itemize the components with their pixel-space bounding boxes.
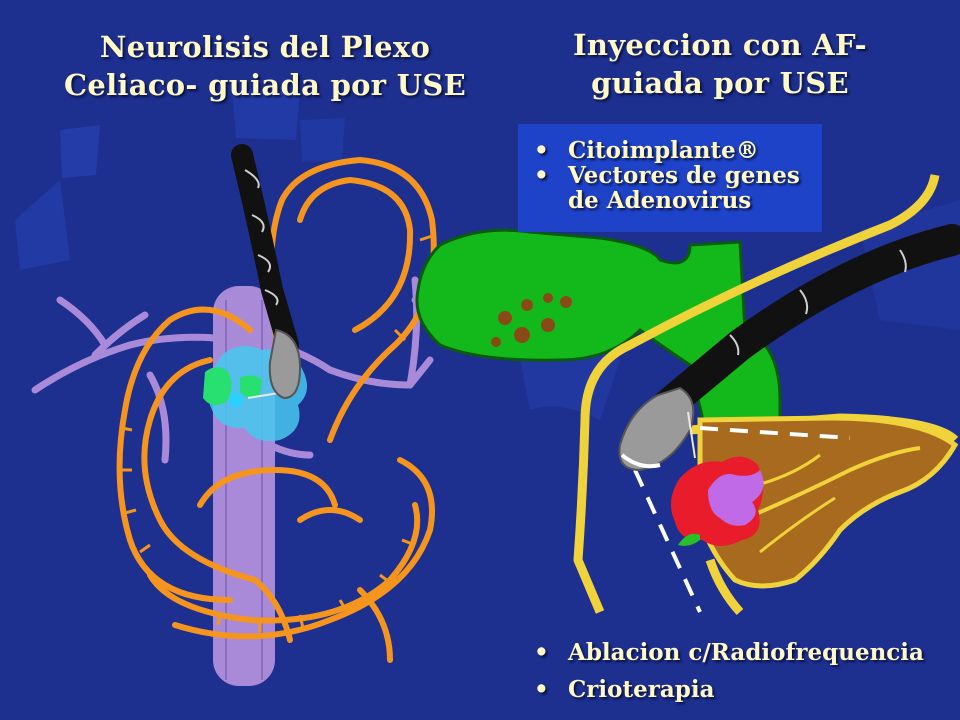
list-item-text: Ablacion c/Radiofrequencia [568, 639, 924, 666]
tumor-icon [671, 456, 764, 546]
bullet-icon: • [534, 676, 549, 703]
ablation-methods-list: • Ablacion c/Radiofrequencia • Crioterapia [518, 634, 958, 708]
list-item: • Vectores de genes de Adenovirus [518, 163, 818, 213]
right-title: Inyeccion con AF- guiada por USE [573, 28, 867, 100]
bullet-icon: • [534, 137, 549, 164]
list-item-text: Crioterapia [568, 676, 715, 703]
vessel-ticks [121, 234, 433, 632]
left-title: Neurolisis del Plexo Celiaco- guiada por… [63, 30, 467, 102]
injection-agents-list: • Citoimplante® • Vectores de genes de Ade… [518, 138, 818, 213]
echoendoscope-icon [618, 224, 960, 472]
list-item-text: Citoimplante® [568, 137, 759, 164]
list-item: • Ablacion c/Radiofrequencia [518, 634, 958, 671]
bullet-icon: • [534, 639, 549, 666]
list-item-text: Vectores de genes de Adenovirus [568, 162, 800, 214]
echoendoscope-icon [231, 144, 302, 400]
list-item: • Citoimplante® [518, 138, 818, 163]
injection-agents-box: • Citoimplante® • Vectores de genes de Ade… [518, 124, 822, 232]
aorta-shape [213, 286, 275, 686]
list-item: • Crioterapia [518, 671, 958, 708]
ultrasound-scan-lines [633, 426, 851, 613]
splenic-vessels [116, 157, 437, 663]
bullet-icon: • [534, 162, 549, 189]
liver-icon [697, 415, 959, 589]
gallbladder-icon [415, 228, 782, 452]
